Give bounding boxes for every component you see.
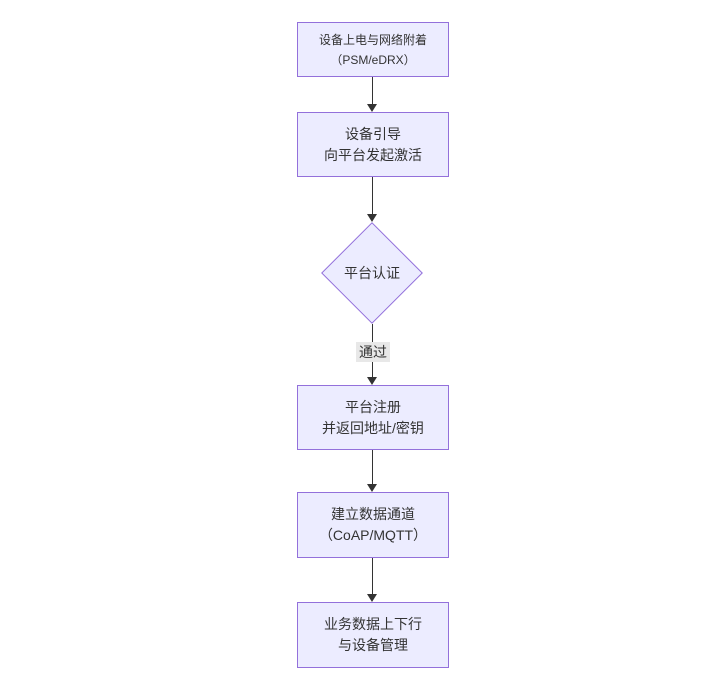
flow-node-data-channel: 建立数据通道 （CoAP/MQTT） (297, 492, 449, 558)
edge-line (372, 558, 373, 594)
arrowhead-down-icon (367, 594, 377, 602)
node-text-line: 并返回地址/密钥 (322, 419, 424, 436)
node-text-line: （CoAP/MQTT） (318, 527, 428, 543)
edge-line (372, 77, 373, 104)
node-text-line: 业务数据上下行 (324, 616, 422, 632)
arrowhead-down-icon (367, 214, 377, 222)
edge-label-pass: 通过 (356, 342, 390, 362)
flow-node-power-attach: 设备上电与网络附着 （PSM/eDRX） (297, 22, 449, 77)
decision-label: 平台认证 (344, 265, 400, 281)
node-text-line: 平台注册 (345, 398, 401, 415)
edge-line (372, 450, 373, 484)
arrowhead-down-icon (367, 104, 377, 112)
node-text-line: 与设备管理 (338, 637, 408, 653)
node-text-line: 设备上电与网络附着 (318, 32, 427, 47)
flow-node-platform-register: 平台注册 并返回地址/密钥 (297, 385, 449, 450)
flow-node-business-data: 业务数据上下行 与设备管理 (297, 602, 449, 668)
node-text-line: 建立数据通道 (331, 506, 415, 522)
edge-line (372, 177, 373, 214)
flow-node-bootstrap: 设备引导 向平台发起激活 (297, 112, 449, 177)
arrowhead-down-icon (367, 377, 377, 385)
arrowhead-down-icon (367, 484, 377, 492)
node-text-line: （PSM/eDRX） (330, 52, 416, 67)
node-text-line: 向平台发起激活 (324, 146, 422, 163)
node-text-line: 设备引导 (345, 125, 401, 142)
